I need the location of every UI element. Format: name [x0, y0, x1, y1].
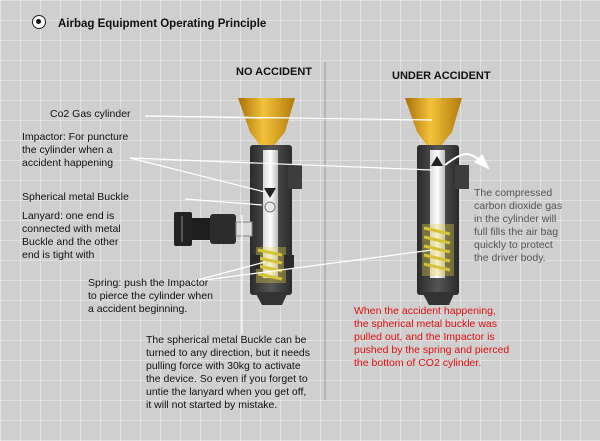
label-buckle: Spherical metal Buckle [22, 191, 129, 203]
label-spring: Spring: push the Impactor to pierce the … [88, 277, 213, 315]
label-co2-fill: The compressed carbon dioxide gas in the… [474, 187, 563, 264]
co2-cylinder-left [238, 98, 295, 148]
radio-button-icon[interactable] [32, 15, 46, 29]
leader-lines [129, 115, 433, 334]
label-impactor: Impactor: For puncture the cylinder when… [22, 131, 129, 169]
label-lanyard: Lanyard: one end is connected with metal… [22, 210, 121, 261]
buckle-ball-left [264, 201, 276, 213]
device-under-accident [405, 98, 490, 305]
heading-under-accident: UNDER ACCIDENT [392, 70, 491, 82]
co2-cylinder-right [405, 98, 462, 148]
impactor-right [431, 156, 443, 166]
spring-left [257, 248, 283, 281]
label-co2-cylinder: Co2 Gas cylinder [50, 108, 131, 120]
impactor-left [264, 188, 276, 198]
lanyard-clip [174, 212, 253, 246]
inner-tube-right [430, 150, 445, 278]
spring-right [423, 226, 451, 272]
page-title: Airbag Equipment Operating Principle [58, 18, 267, 30]
heading-no-accident: NO ACCIDENT [236, 66, 312, 78]
label-accident-note: When the accident happening, the spheric… [354, 305, 510, 369]
device-no-accident [174, 98, 302, 305]
inner-tube-left [263, 150, 278, 278]
gas-flow-arrow [444, 153, 490, 170]
label-buckle-note: The spherical metal Buckle can be turned… [146, 334, 311, 411]
